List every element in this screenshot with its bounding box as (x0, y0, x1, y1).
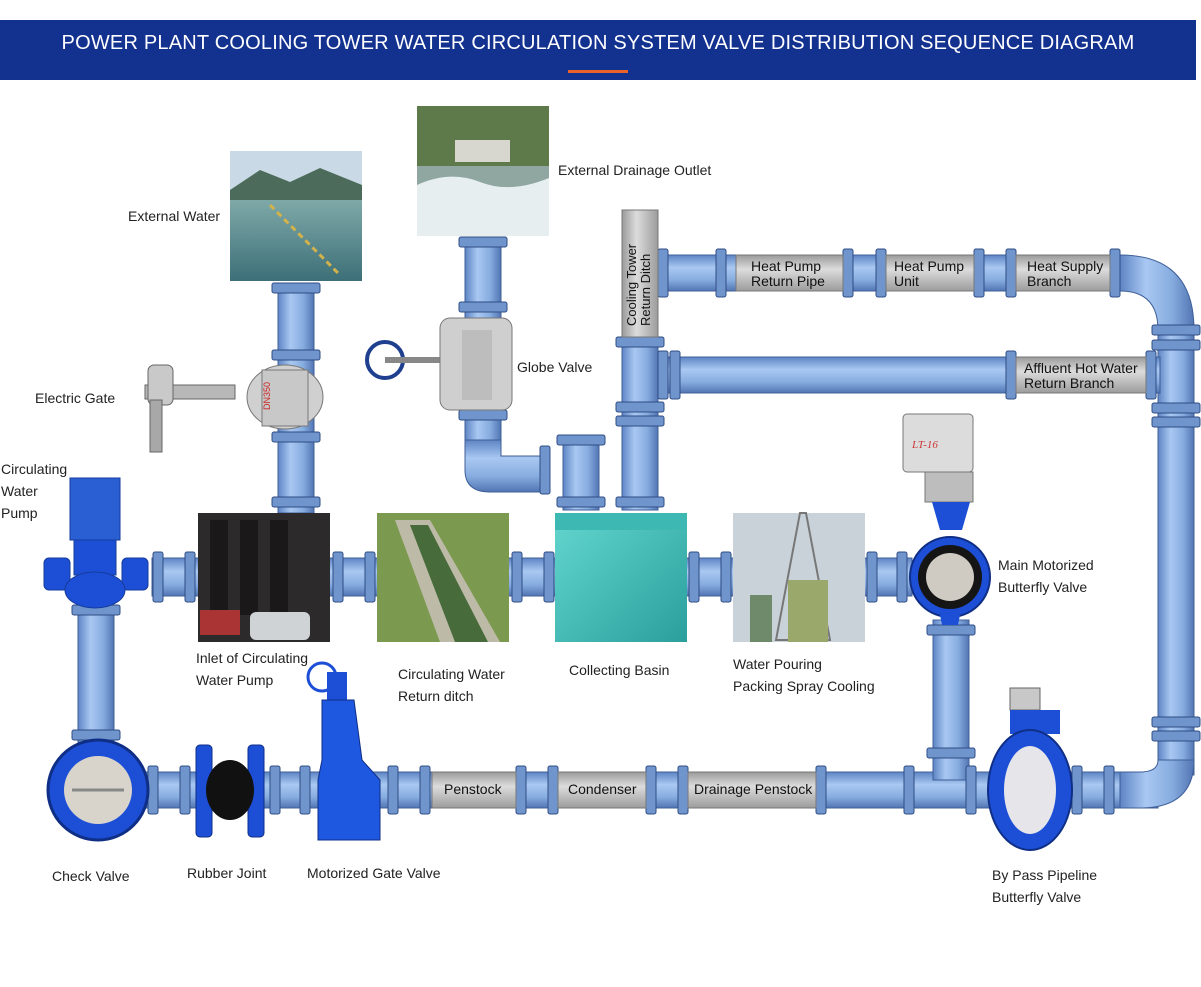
svg-text:DN350: DN350 (262, 382, 272, 410)
photo-collecting-basin (555, 513, 687, 642)
label-external-drainage-outlet: External Drainage Outlet (558, 162, 712, 178)
label-check-valve: Check Valve (52, 868, 130, 884)
tag-condenser: Condenser (568, 781, 637, 797)
bypass-butterfly-valve (987, 687, 1073, 851)
label-rubber-joint: Rubber Joint (187, 865, 267, 881)
svg-text:LT-16: LT-16 (911, 439, 938, 451)
motorized-gate-valve (306, 661, 381, 841)
label-collecting-basin: Collecting Basin (569, 662, 670, 678)
label-external-water: External Water (128, 208, 221, 224)
photo-external-drainage (417, 106, 549, 236)
photo-external-water (230, 151, 362, 281)
circulating-water-pump (43, 477, 149, 609)
tag-drainage-penstock: Drainage Penstock (694, 781, 813, 797)
label-circulating-water-pump: Circulating Water Pump (1, 461, 68, 521)
pipe-label-tags (431, 209, 1147, 809)
photo-return-ditch (377, 513, 509, 642)
rubber-joint (195, 744, 265, 838)
label-motorized-gate-valve: Motorized Gate Valve (307, 865, 441, 881)
page-title: POWER PLANT COOLING TOWER WATER CIRCULAT… (61, 32, 1135, 54)
tag-penstock: Penstock (444, 781, 502, 797)
photo-pump-inlet (198, 513, 330, 642)
title-banner: POWER PLANT COOLING TOWER WATER CIRCULAT… (0, 20, 1196, 80)
title-accent-line (568, 70, 628, 73)
check-valve (46, 738, 150, 842)
flanges (71, 236, 1201, 815)
main-butterfly-valve: LT-16 (902, 413, 991, 625)
label-globe-valve: Globe Valve (517, 359, 593, 375)
label-electric-gate: Electric Gate (35, 390, 116, 406)
globe-valve (365, 317, 513, 411)
photo-spray-cooling (733, 512, 865, 642)
electric-gate-valve: DN350 (144, 364, 324, 453)
